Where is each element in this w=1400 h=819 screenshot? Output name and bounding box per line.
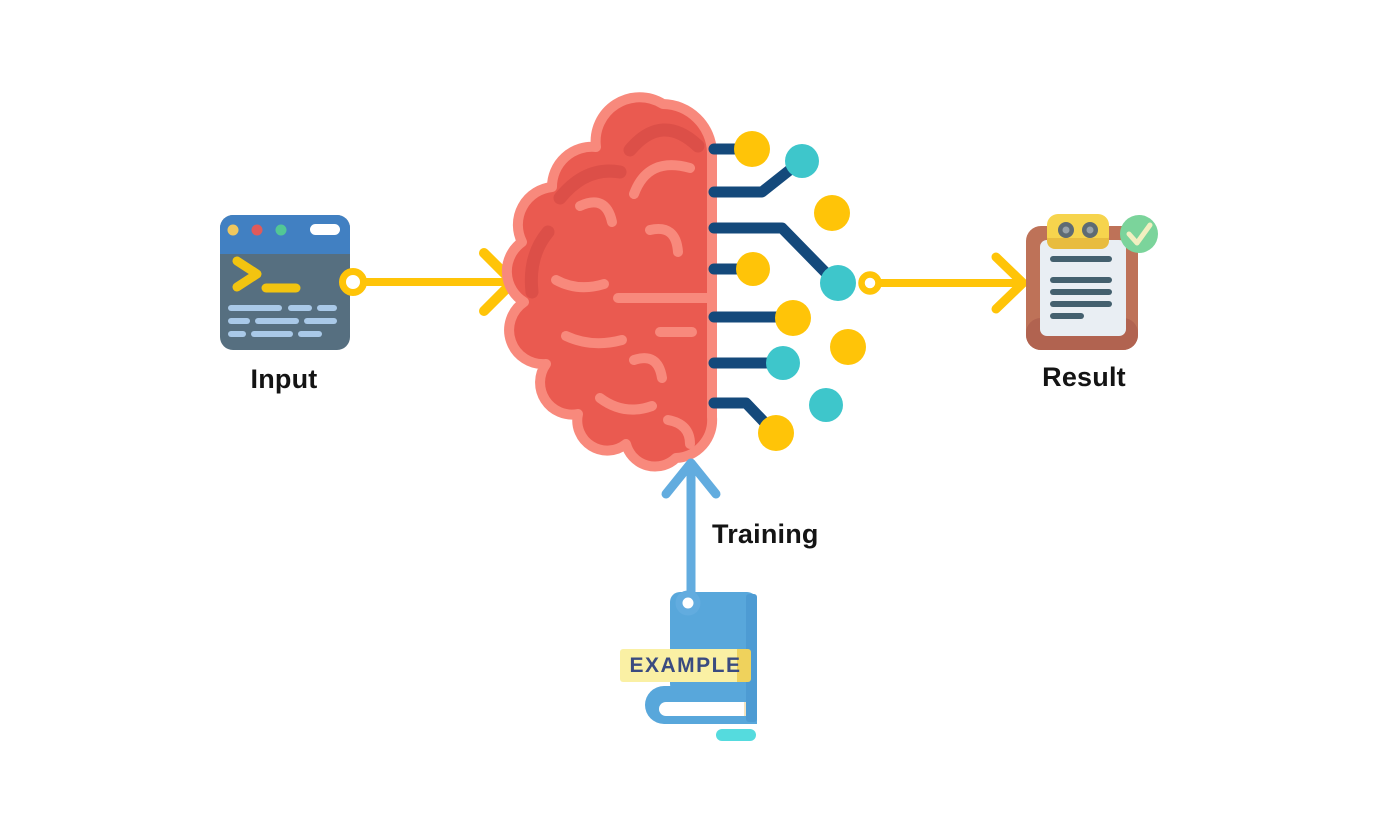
window-dot-green — [275, 224, 287, 236]
neural-node-teal — [820, 265, 856, 301]
neural-node-yellow — [736, 252, 770, 286]
window-pill — [310, 224, 340, 235]
connector-ring-icon — [858, 271, 882, 295]
training-label: Training — [712, 519, 819, 549]
checkmark-icon — [1120, 215, 1158, 253]
neural-node-yellow — [734, 131, 770, 167]
clipboard-text-lines — [1050, 256, 1112, 319]
brain-neural-network-icon — [501, 92, 866, 472]
book-accent-bar — [716, 729, 756, 741]
terminal-prompt-icon — [232, 256, 301, 293]
neural-node-teal — [785, 144, 819, 178]
arrowhead-icon — [991, 252, 1028, 314]
neural-nodes — [734, 131, 866, 451]
terminal-text-lines — [228, 305, 337, 337]
brain-to-result-arrow — [858, 252, 1028, 314]
input-to-brain-arrow — [339, 248, 518, 316]
clipboard-clip — [1047, 214, 1109, 249]
terminal-window-icon — [220, 215, 350, 350]
example-book-badge: EXAMPLE — [620, 649, 751, 682]
connector-ring-icon — [675, 590, 701, 616]
neural-node-teal — [809, 388, 843, 422]
neural-node-yellow — [775, 300, 811, 336]
book-pages — [659, 702, 757, 716]
input-label: Input — [250, 364, 318, 394]
book-spine — [746, 594, 757, 722]
neural-node-teal — [766, 346, 800, 380]
window-dot-yellow — [227, 224, 239, 236]
arrowhead-icon — [661, 458, 721, 499]
neural-node-yellow — [814, 195, 850, 231]
neural-node-yellow — [830, 329, 866, 365]
brain-gyri — [551, 160, 715, 449]
clipboard-icon — [1026, 214, 1158, 350]
window-dot-red — [251, 224, 263, 236]
clipboard-paper — [1040, 240, 1126, 336]
connector-ring-icon — [339, 268, 367, 296]
neural-node-yellow — [758, 415, 794, 451]
brain-shading — [524, 123, 705, 299]
result-label: Result — [1042, 362, 1126, 392]
training-arrow — [661, 458, 721, 616]
neural-connectors — [708, 143, 834, 432]
